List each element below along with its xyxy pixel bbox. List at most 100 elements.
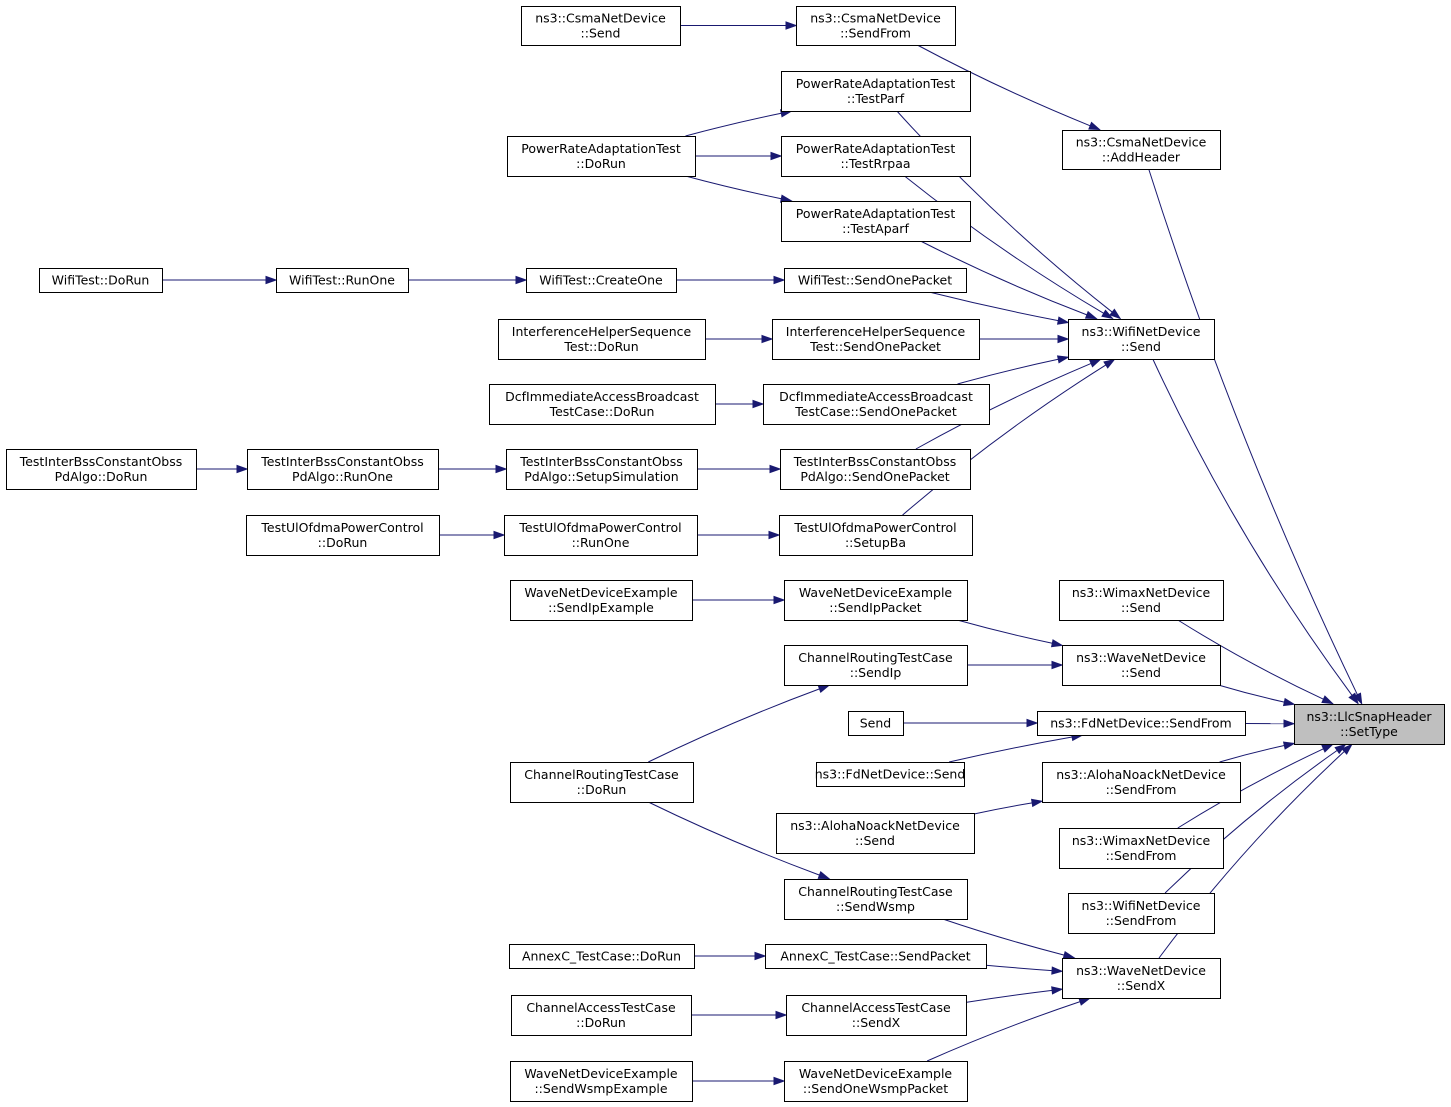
node-box[interactable]	[526, 268, 677, 293]
node-pra-dorun[interactable]: PowerRateAdaptationTest::DoRun	[507, 136, 696, 177]
node-box[interactable]	[784, 645, 968, 686]
node-box[interactable]	[504, 515, 698, 556]
node-box[interactable]	[772, 319, 980, 360]
node-aloha-send[interactable]: ns3::AlohaNoackNetDevice::Send	[776, 813, 975, 854]
node-box[interactable]	[784, 879, 968, 920]
node-box[interactable]	[781, 201, 971, 242]
node-crt-dorun[interactable]: ChannelRoutingTestCase::DoRun	[510, 762, 694, 803]
node-box[interactable]	[1062, 958, 1221, 999]
node-box[interactable]	[521, 6, 681, 46]
node-cat-dorun[interactable]: ChannelAccessTestCase::DoRun	[511, 995, 692, 1036]
node-box[interactable]	[776, 813, 975, 854]
node-box[interactable]	[1059, 828, 1224, 869]
node-annex-sendpkt[interactable]: AnnexC_TestCase::SendPacket	[765, 944, 987, 969]
node-label-line: ::Send	[1121, 339, 1161, 354]
node-box[interactable]	[39, 268, 163, 293]
node-wifi-send[interactable]: ns3::WifiNetDevice::Send	[1068, 319, 1215, 360]
node-box[interactable]	[506, 449, 698, 490]
node-annex-dorun[interactable]: AnnexC_TestCase::DoRun	[509, 944, 695, 969]
node-box[interactable]	[784, 268, 967, 293]
node-box[interactable]	[510, 580, 693, 621]
node-aloha-sendfrom[interactable]: ns3::AlohaNoackNetDevice::SendFrom	[1042, 762, 1241, 803]
node-fd-sendfrom[interactable]: ns3::FdNetDevice::SendFrom	[1037, 711, 1246, 736]
node-box[interactable]	[1068, 893, 1215, 934]
node-box[interactable]	[1062, 645, 1221, 686]
node-tib-setupsim[interactable]: TestInterBssConstantObssPdAlgo::SetupSim…	[506, 449, 698, 490]
node-tib-sendone[interactable]: TestInterBssConstantObssPdAlgo::SendOneP…	[780, 449, 971, 490]
node-box[interactable]	[498, 319, 706, 360]
node-wnde-sendonews[interactable]: WaveNetDeviceExample::SendOneWsmpPacket	[784, 1061, 968, 1102]
node-tul-setupba[interactable]: TestUlOfdmaPowerControl::SetupBa	[779, 515, 973, 556]
node-wt-dorun[interactable]: WifiTest::DoRun	[39, 268, 163, 293]
node-box[interactable]	[247, 449, 439, 490]
node-send[interactable]: Send	[848, 711, 904, 736]
node-box[interactable]	[784, 1061, 968, 1102]
node-pra-testrrpaa[interactable]: PowerRateAdaptationTest::TestRrpaa	[781, 136, 971, 177]
node-box[interactable]	[784, 580, 968, 621]
node-box[interactable]	[816, 762, 965, 787]
node-label-line: ::Send	[855, 833, 895, 848]
node-box[interactable]	[510, 1061, 693, 1102]
node-box[interactable]	[1037, 711, 1246, 736]
arrowhead-icon	[1088, 358, 1102, 368]
node-box[interactable]	[6, 449, 197, 490]
node-box[interactable]	[509, 944, 695, 969]
node-wave-sendx[interactable]: ns3::WaveNetDevice::SendX	[1062, 958, 1221, 999]
node-label-line: Send	[860, 716, 891, 731]
node-csma-sendfrom[interactable]: ns3::CsmaNetDevice::SendFrom	[796, 6, 956, 46]
node-box[interactable]	[276, 268, 409, 293]
arrowhead-icon	[1057, 334, 1070, 344]
node-wt-createone[interactable]: WifiTest::CreateOne	[526, 268, 677, 293]
node-box[interactable]	[781, 71, 971, 112]
node-box[interactable]	[511, 995, 692, 1036]
node-pra-testparf[interactable]: PowerRateAdaptationTest::TestParf	[781, 71, 971, 112]
node-wnde-sendwsmpex[interactable]: WaveNetDeviceExample::SendWsmpExample	[510, 1061, 693, 1102]
node-wt-sendone[interactable]: WifiTest::SendOnePacket	[784, 268, 967, 293]
node-box[interactable]	[1042, 762, 1241, 803]
edge-crt-dorun-to-crt-sendip	[648, 688, 820, 763]
node-wnde-sendipex[interactable]: WaveNetDeviceExample::SendIpExample	[510, 580, 693, 621]
node-dcf-sendone[interactable]: DcfImmediateAccessBroadcastTestCase::Sen…	[763, 384, 990, 425]
node-box[interactable]	[763, 384, 990, 425]
node-tul-runone[interactable]: TestUlOfdmaPowerControl::RunOne	[504, 515, 698, 556]
node-label-line: TestInterBssConstantObss	[793, 454, 957, 469]
node-wnde-sendippk[interactable]: WaveNetDeviceExample::SendIpPacket	[784, 580, 968, 621]
node-label-line: ns3::LlcSnapHeader	[1306, 709, 1432, 724]
node-box[interactable]	[246, 515, 440, 556]
node-box[interactable]	[765, 944, 987, 969]
node-wimax-send[interactable]: ns3::WimaxNetDevice::Send	[1059, 580, 1224, 621]
node-box[interactable]	[510, 762, 694, 803]
node-csma-send[interactable]: ns3::CsmaNetDevice::Send	[521, 6, 681, 46]
node-box[interactable]	[796, 6, 956, 46]
node-tul-dorun[interactable]: TestUlOfdmaPowerControl::DoRun	[246, 515, 440, 556]
node-label-line: ns3::WimaxNetDevice	[1072, 833, 1211, 848]
node-box[interactable]	[1062, 130, 1221, 170]
node-csma-addheader[interactable]: ns3::CsmaNetDevice::AddHeader	[1062, 130, 1221, 170]
node-ihs-sendone[interactable]: InterferenceHelperSequenceTest::SendOneP…	[772, 319, 980, 360]
node-box[interactable]	[848, 711, 904, 736]
node-box[interactable]	[781, 136, 971, 177]
node-box[interactable]	[489, 384, 716, 425]
node-label-line: TestUlOfdmaPowerControl	[518, 520, 681, 535]
node-box[interactable]	[507, 136, 696, 177]
node-dcf-dorun[interactable]: DcfImmediateAccessBroadcastTestCase::DoR…	[489, 384, 716, 425]
node-box[interactable]	[1068, 319, 1215, 360]
node-wt-runone[interactable]: WifiTest::RunOne	[276, 268, 409, 293]
node-box[interactable]	[1059, 580, 1224, 621]
node-wave-send[interactable]: ns3::WaveNetDevice::Send	[1062, 645, 1221, 686]
node-crt-sendwsmp[interactable]: ChannelRoutingTestCase::SendWsmp	[784, 879, 968, 920]
node-wimax-sendfrom[interactable]: ns3::WimaxNetDevice::SendFrom	[1059, 828, 1224, 869]
node-pra-testaparf[interactable]: PowerRateAdaptationTest::TestAparf	[781, 201, 971, 242]
nodes-layer: ns3::LlcSnapHeader::SetTypens3::CsmaNetD…	[6, 6, 1445, 1102]
node-label-line: ::SendOneWsmpPacket	[803, 1081, 948, 1096]
node-fd-send[interactable]: ns3::FdNetDevice::Send	[815, 762, 966, 787]
node-crt-sendip[interactable]: ChannelRoutingTestCase::SendIp	[784, 645, 968, 686]
node-box[interactable]	[780, 449, 971, 490]
node-wifi-sendfrom[interactable]: ns3::WifiNetDevice::SendFrom	[1068, 893, 1215, 934]
node-box[interactable]	[786, 995, 967, 1036]
node-cat-sendx[interactable]: ChannelAccessTestCase::SendX	[786, 995, 967, 1036]
node-box[interactable]	[779, 515, 973, 556]
